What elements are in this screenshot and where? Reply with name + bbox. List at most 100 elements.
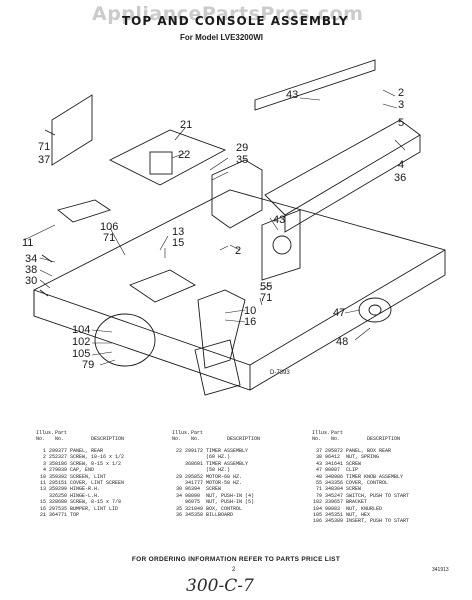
part-description: SCREW, 10-16 x 1/2 [70,454,125,461]
illus-no: 34 [175,492,182,499]
illus-no: 16 [39,505,46,512]
callout-48: 48 [336,336,348,348]
part-no: 345351 [325,511,344,518]
illus-no: 106 [312,518,322,525]
part-no: 295852 [185,473,204,480]
part-description: SCREEN, LINT [70,473,107,480]
handwritten-note: 300-C-7 [186,576,254,596]
part-description: COVER, CONTROL [346,479,389,486]
part-description: SCREW, 8-15 x 7/8 [70,499,122,506]
part-description: NUT, HEX [346,511,371,518]
part-no: 368601 [185,460,204,467]
model-label: For Model LVE3200WI [180,33,263,42]
box-panel [254,59,376,111]
callout-5: 5 [398,117,404,129]
callout-105: 105 [72,348,90,360]
illus-no: 47 [315,467,322,474]
part-description: NUT, SPRING [346,454,380,461]
part-description: SCREW, 8-15 x 1/2 [70,460,122,467]
illus-no: 43 [315,460,322,467]
part-description: CAP, END [70,467,95,474]
illus-no: 55 [315,479,322,486]
callout-106: 106 [100,221,118,233]
part-no: 299172 [185,448,204,454]
part-no: 364771 [49,511,68,518]
illus-no: 2 [42,454,46,461]
part-description: BOX, CONTROL [206,505,243,512]
part-no: 90083 [325,505,341,512]
lint-cover [57,199,112,223]
callout-71b: 71 [103,232,115,244]
illus-no: 3 [42,460,46,467]
control-cover [261,209,301,281]
part-no: 359392 [49,473,68,480]
part-description: NUT, PUSH-IN (4) [206,492,255,499]
part-no: 345389 [325,518,344,525]
part-description: SWITCH, PUSH TO START [346,492,410,499]
part-no: 339657 [325,499,344,506]
header-illus: Illus. [36,430,55,436]
illus-no: 30 [175,486,182,493]
callout-43: 43 [286,89,298,101]
illus-no: 4 [42,467,46,474]
part-description: MOTOR-60 HZ. [206,473,243,480]
timer-hub [272,235,292,255]
lint-screen [197,289,246,369]
footer-note: FOR ORDERING INFORMATION REFER TO PARTS … [131,556,341,563]
part-no: 90007 [325,467,341,474]
table-row: (60 HZ.) [172,454,312,460]
part-description: MOTOR-50 HZ. [206,479,243,486]
billboard [264,119,421,216]
callout-2: 2 [398,87,404,99]
part-no: 341777 [185,479,204,486]
illus-no: 38 [315,454,322,461]
top-plate-edge [33,249,446,390]
illus-no: 21 [39,511,46,518]
callout-4: 4 [398,159,404,171]
screw-71 [44,129,56,136]
part-description: SCREW [206,486,222,493]
part-description: NUT, KNURLED [346,505,383,512]
header-desc: DESCRIPTION [91,436,125,442]
part-description: NUT, PUSH-IN (5) [206,499,255,506]
illus-no: 1 [42,448,46,454]
callout-16: 16 [244,316,256,328]
part-description: TIMER ASSEMBLY [206,448,249,454]
part-no: 341641 [325,460,344,467]
callout-35: 35 [236,154,248,166]
part-no: 279039 [49,467,68,474]
part-no: 328680 [49,499,68,506]
callout-labels: 43 2 3 5 4 36 71 37 21 22 29 35 43 2 11 … [22,87,406,376]
part-no: 345358 [185,511,204,518]
illus-no: 29 [175,473,182,480]
illus-no: 37 [315,448,322,454]
screw-30 [39,289,49,297]
header-no: No. [36,436,46,442]
callout-15: 15 [172,237,184,249]
illus-no: 105 [312,511,322,518]
top-plate [33,189,446,391]
callout-104: 104 [72,324,90,336]
table-header: Illus. No. Part No. DESCRIPTION [312,430,401,442]
part-description: CLIP [346,467,359,474]
